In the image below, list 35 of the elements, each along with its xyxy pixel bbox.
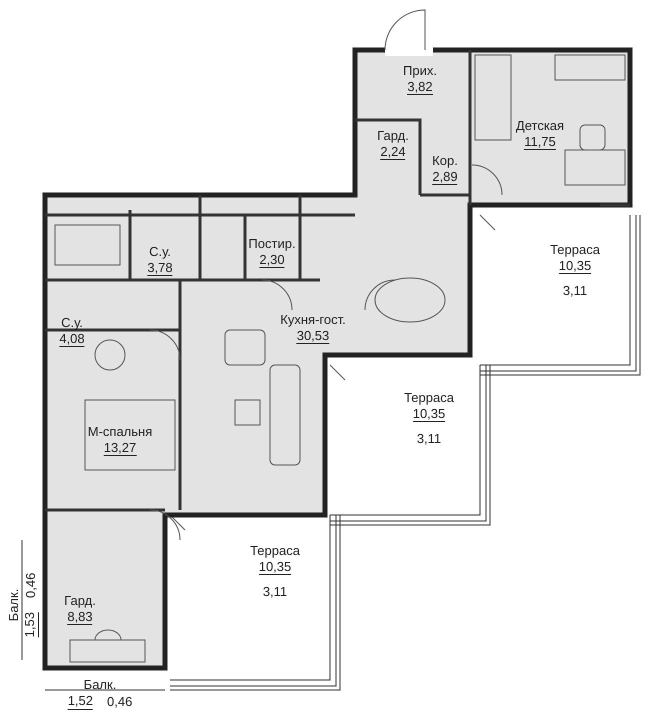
room-name: Детская	[516, 117, 564, 134]
room-name: Гард.	[377, 127, 409, 144]
room-area: 1,52	[68, 693, 93, 710]
terrace-depth: 3,11	[416, 430, 442, 447]
room-area: 3,82	[407, 79, 433, 95]
terrace-depth: 0,46	[22, 572, 39, 598]
room-area: 13,27	[104, 440, 136, 456]
room-name: Гард.	[64, 592, 96, 609]
terrace-depth: 3,11	[262, 583, 288, 600]
room-area: 1,53	[22, 612, 39, 638]
room-name: Кор.	[432, 152, 458, 169]
room-name: Постир.	[248, 235, 296, 252]
room-name: Терраса	[404, 389, 454, 406]
room-area: 2,30	[259, 252, 285, 268]
room-area: 30,53	[296, 328, 330, 344]
terrace-depth: 3,11	[562, 282, 588, 299]
room-area: 8,83	[67, 609, 93, 625]
room-area: 10,35	[558, 258, 592, 274]
room-name: Кухня-гост.	[280, 311, 346, 328]
room-area: 4,08	[59, 331, 85, 347]
room-name: Балк.	[5, 588, 22, 622]
room-name: Прих.	[403, 62, 437, 79]
room-area: 10,35	[258, 559, 292, 575]
room-name: М-спальня	[88, 423, 152, 440]
room-area: 3,78	[147, 260, 173, 276]
terrace-depth: 0,46	[107, 693, 132, 710]
room-name: Терраса	[250, 542, 300, 559]
room-area: 11,75	[524, 134, 556, 150]
room-name: С.у.	[149, 243, 171, 260]
room-area: 2,24	[380, 144, 406, 160]
room-name: Терраса	[550, 241, 600, 258]
room-name: С.у.	[61, 314, 83, 331]
room-area: 2,89	[432, 169, 458, 185]
room-area: 10,35	[412, 406, 446, 422]
room-name: Балк.	[84, 676, 116, 693]
